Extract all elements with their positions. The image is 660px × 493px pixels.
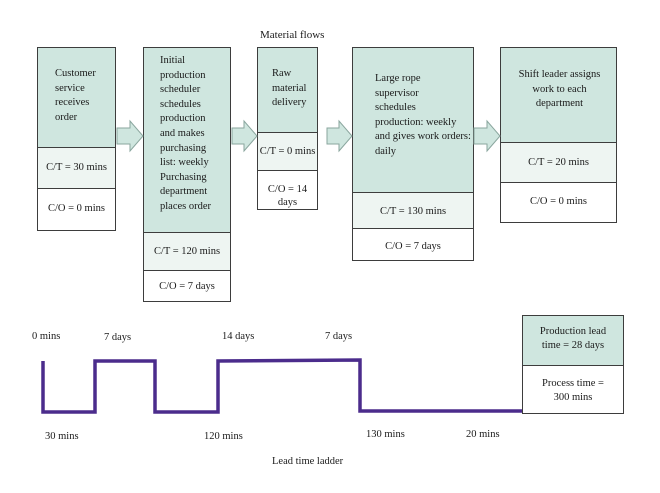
ladder-top-label: 0 mins	[32, 331, 61, 342]
process-box-customer-service: Customer service receives order C/T = 30…	[37, 47, 116, 231]
process-box-shift-leader: Shift leader assigns work to each depart…	[500, 47, 617, 223]
flow-arrow-icon	[116, 119, 144, 153]
changeover-time: C/O = 0 mins	[501, 183, 616, 222]
process-description: Initial production scheduler schedules p…	[160, 55, 212, 212]
diagram-title: Material flows	[260, 29, 325, 41]
ladder-bottom-label: 30 mins	[45, 431, 79, 442]
cycle-time: C/T = 130 mins	[353, 193, 473, 229]
lead-time-ladder-line	[41, 358, 522, 414]
process-description: Raw material delivery	[272, 68, 307, 109]
flow-arrow-icon	[473, 119, 501, 153]
ladder-top-label: 7 days	[104, 332, 132, 343]
process-description: Large rope supervisor schedules producti…	[375, 73, 471, 157]
process-description: Customer service receives order	[55, 68, 96, 123]
production-lead-time: Production lead time = 28 days	[539, 326, 607, 351]
cycle-time: C/T = 20 mins	[501, 143, 616, 183]
changeover-time: C/O = 7 days	[144, 271, 230, 301]
flow-arrow-icon	[326, 119, 353, 153]
ladder-bottom-label: 120 mins	[204, 431, 243, 442]
ladder-caption: Lead time ladder	[272, 456, 344, 467]
changeover-time: C/O = 14 days	[258, 171, 317, 209]
lead-time-summary-box: Production lead time = 28 days Process t…	[522, 315, 624, 414]
cycle-time: C/T = 30 mins	[38, 148, 115, 189]
changeover-time: C/O = 0 mins	[38, 189, 115, 230]
process-box-raw-material: Raw material delivery C/T = 0 mins C/O =…	[257, 47, 318, 210]
changeover-time: C/O = 7 days	[353, 229, 473, 260]
cycle-time: C/T = 0 mins	[258, 133, 317, 171]
process-box-initial-scheduler: Initial production scheduler schedules p…	[143, 47, 231, 302]
ladder-bottom-label: 20 mins	[466, 429, 500, 440]
ladder-top-label: 14 days	[222, 331, 255, 342]
process-time: Process time = 300 mins	[542, 378, 604, 403]
process-description: Shift leader assigns work to each depart…	[518, 69, 601, 110]
ladder-bottom-label: 130 mins	[366, 429, 405, 440]
ladder-top-label: 7 days	[325, 331, 353, 342]
process-box-large-rope-supervisor: Large rope supervisor schedules producti…	[352, 47, 474, 261]
flow-arrow-icon	[231, 119, 258, 153]
cycle-time: C/T = 120 mins	[144, 233, 230, 271]
